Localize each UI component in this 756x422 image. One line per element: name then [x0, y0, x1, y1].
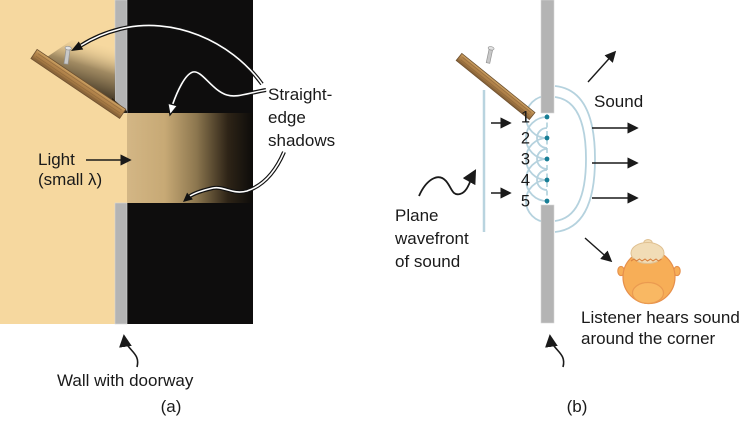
light-label-line1: Light	[38, 150, 75, 169]
wall-lower-b	[540, 204, 555, 324]
point-number-2: 2	[521, 130, 530, 148]
straight-edge-line2: edge	[268, 108, 306, 127]
outgoing-sound-arrows	[584, 50, 639, 263]
wall-lower-a	[114, 202, 128, 325]
caption-b: (b)	[566, 397, 588, 416]
straight-edge-line1: Straight-	[268, 85, 333, 104]
wooden-board-icon	[30, 48, 127, 119]
light-label: Light (small λ)	[38, 150, 102, 190]
sound-label: Sound	[594, 92, 644, 111]
listener-line1: Listener hears sound	[581, 308, 740, 327]
listener-line2: around the corner	[581, 329, 716, 348]
incoming-sound-arrows	[491, 117, 512, 199]
plane-wavefront-line1: Plane	[395, 206, 439, 225]
wavefront-point-numbers: 1 2 3 4 5	[521, 109, 530, 211]
wall-label-arrow-a	[119, 334, 139, 368]
wall-with-doorway-label: Wall with doorway	[57, 371, 194, 390]
doorway-gap-a	[115, 113, 127, 203]
listener-head-icon	[617, 239, 681, 305]
wall-upper-a	[114, 0, 128, 114]
bracket-arc-outer	[554, 85, 596, 233]
panel-a	[0, 0, 286, 368]
bracket-arc-inner	[554, 96, 587, 222]
point-number-4: 4	[521, 172, 530, 190]
light-beam	[127, 113, 253, 203]
straight-edge-line3: shadows	[268, 131, 336, 150]
point-number-3: 3	[521, 151, 530, 169]
light-label-line2: (small λ)	[38, 170, 103, 189]
plane-wavefront-line2: wavefront	[395, 229, 469, 248]
wavefront-label-arrow	[418, 169, 477, 197]
wall-upper-b	[540, 0, 555, 114]
sound-wave-arcs	[525, 85, 596, 233]
curved-arrow-to-board-shadow	[71, 23, 264, 86]
board-shadow	[44, 40, 115, 106]
panel-b: 1 2 3 4 5	[418, 0, 681, 368]
straight-edge-shadows-label: Straight- edge shadows	[268, 83, 335, 152]
wooden-board-icon-b	[455, 52, 536, 121]
plane-wavefront-line3: of sound	[395, 252, 461, 271]
caption-a: (a)	[160, 397, 182, 416]
curved-arrow-to-beam-top	[166, 69, 267, 117]
curved-arrow-to-beam-bottom	[183, 151, 286, 202]
diagonal-arrow-down	[584, 237, 613, 263]
wavefront-dots	[544, 114, 550, 204]
plane-wavefront-label: Plane wavefront of sound	[395, 204, 469, 273]
point-number-1: 1	[521, 109, 530, 127]
hair-fringe	[630, 258, 662, 262]
listener-label: Listener hears sound around the corner	[581, 307, 740, 349]
point-number-5: 5	[521, 193, 530, 211]
nail-icon	[63, 45, 72, 65]
nail-icon-b	[485, 46, 495, 64]
wall-label-arrow-b	[545, 334, 565, 368]
diagonal-arrow-up	[587, 50, 617, 83]
